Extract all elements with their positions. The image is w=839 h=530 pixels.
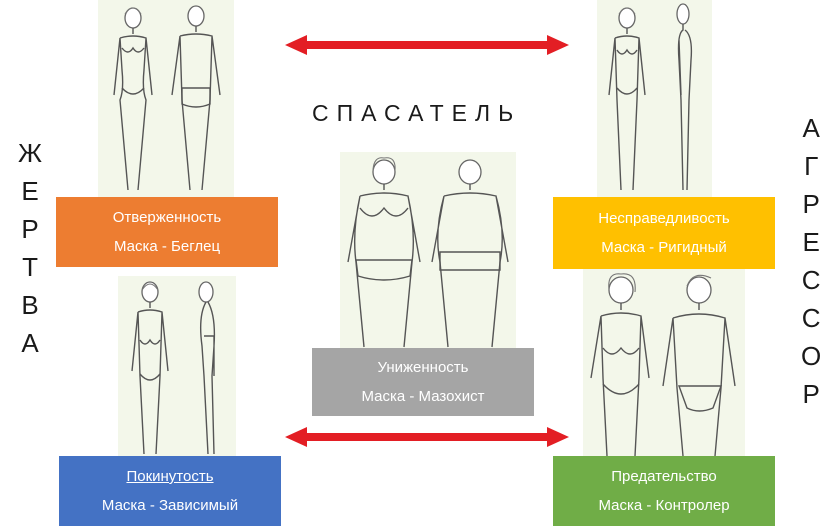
card-betrayal: Предательство Маска - Контролер — [553, 456, 775, 526]
card-mask: Маска - Ригидный — [601, 239, 727, 256]
double-arrow-icon — [285, 35, 569, 55]
figure-illustration-center — [340, 152, 516, 352]
card-title: Несправедливость — [598, 210, 730, 227]
card-injustice: Несправедливость Маска - Ригидный — [553, 197, 775, 269]
card-mask: Маска - Контролер — [598, 497, 730, 514]
card-abandonment: Покинутость Маска - Зависимый — [59, 456, 281, 526]
card-title: Предательство — [611, 468, 717, 485]
card-mask: Маска - Зависимый — [101, 497, 239, 514]
right-label-letter: С — [801, 303, 821, 333]
left-label-letter: Е — [21, 176, 39, 206]
right-label-letter: Р — [802, 189, 820, 219]
right-vertical-label: А Г Р Е С С О Р — [801, 115, 821, 419]
right-label-letter: О — [801, 341, 822, 371]
right-label-letter: С — [801, 265, 821, 295]
figure-illustration-bottom-left — [118, 276, 236, 456]
card-title: Униженность — [377, 359, 469, 376]
right-label-letter: Р — [802, 379, 820, 409]
left-label-letter: Р — [21, 214, 39, 244]
card-mask: Маска - Мазохист — [361, 388, 485, 405]
left-label-letter: Т — [22, 252, 38, 282]
card-title: Отверженность — [112, 209, 222, 226]
card-mask: Маска - Беглец — [113, 238, 221, 255]
right-label-letter: Е — [802, 227, 820, 257]
card-title: Покинутость — [126, 468, 214, 485]
center-title: СПАСАТЕЛЬ — [312, 100, 522, 126]
card-rejection: Отверженность Маска - Беглец — [56, 197, 278, 267]
left-label-letter: А — [21, 328, 39, 358]
left-vertical-label: Ж Е Р Т В А — [18, 140, 42, 368]
double-arrow-icon — [285, 427, 569, 447]
card-humiliation: Униженность Маска - Мазохист — [312, 348, 534, 416]
left-label-letter: В — [21, 290, 39, 320]
left-label-letter: Ж — [18, 138, 43, 168]
figure-illustration-top-left — [98, 0, 234, 200]
figure-illustration-top-right — [597, 0, 712, 200]
figure-illustration-bottom-right — [583, 268, 745, 458]
right-label-letter: А — [802, 113, 820, 143]
right-label-letter: Г — [804, 151, 819, 181]
